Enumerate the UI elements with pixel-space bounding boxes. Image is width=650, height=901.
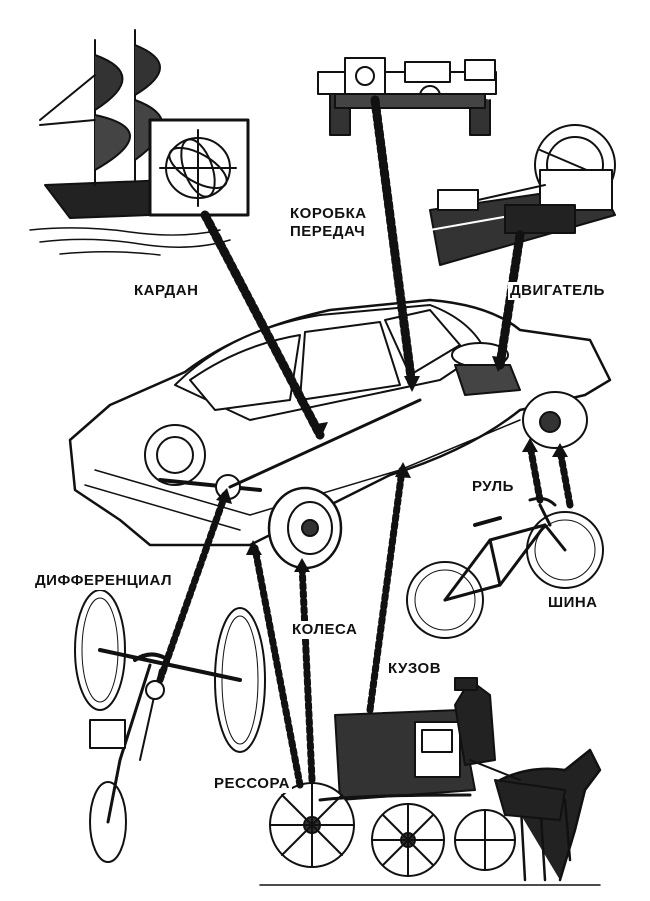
label-ressora: РЕССОРА <box>212 775 292 793</box>
label-kardan: КАРДАН <box>132 282 201 300</box>
car-drawing <box>68 298 612 570</box>
label-rul: РУЛЬ <box>470 478 516 496</box>
label-korobka-peredach: КОРОБКА ПЕРЕДАЧ <box>288 205 369 241</box>
label-korobka-line1: КОРОБКА <box>290 205 367 222</box>
arrowheads <box>216 356 568 572</box>
label-kuzov: КУЗОВ <box>386 660 444 678</box>
sailing-ship-drawing <box>29 29 231 256</box>
label-dvigatel: ДВИГАТЕЛЬ <box>508 282 607 300</box>
gimbal-inset-drawing <box>148 118 250 217</box>
carriage-drawing <box>259 677 602 886</box>
label-korobka-line2: ПЕРЕДАЧ <box>290 223 366 240</box>
label-kolesa: КОЛЕСА <box>290 621 360 639</box>
tricycle-drawing <box>74 589 266 863</box>
label-shina: ШИНА <box>546 594 600 612</box>
lathe-drawing <box>317 57 497 136</box>
bicycle-drawing <box>406 496 604 639</box>
connector-lines <box>156 95 574 789</box>
label-differencial: ДИФФЕРЕНЦИАЛ <box>33 572 175 590</box>
steam-engine-drawing <box>429 124 616 266</box>
